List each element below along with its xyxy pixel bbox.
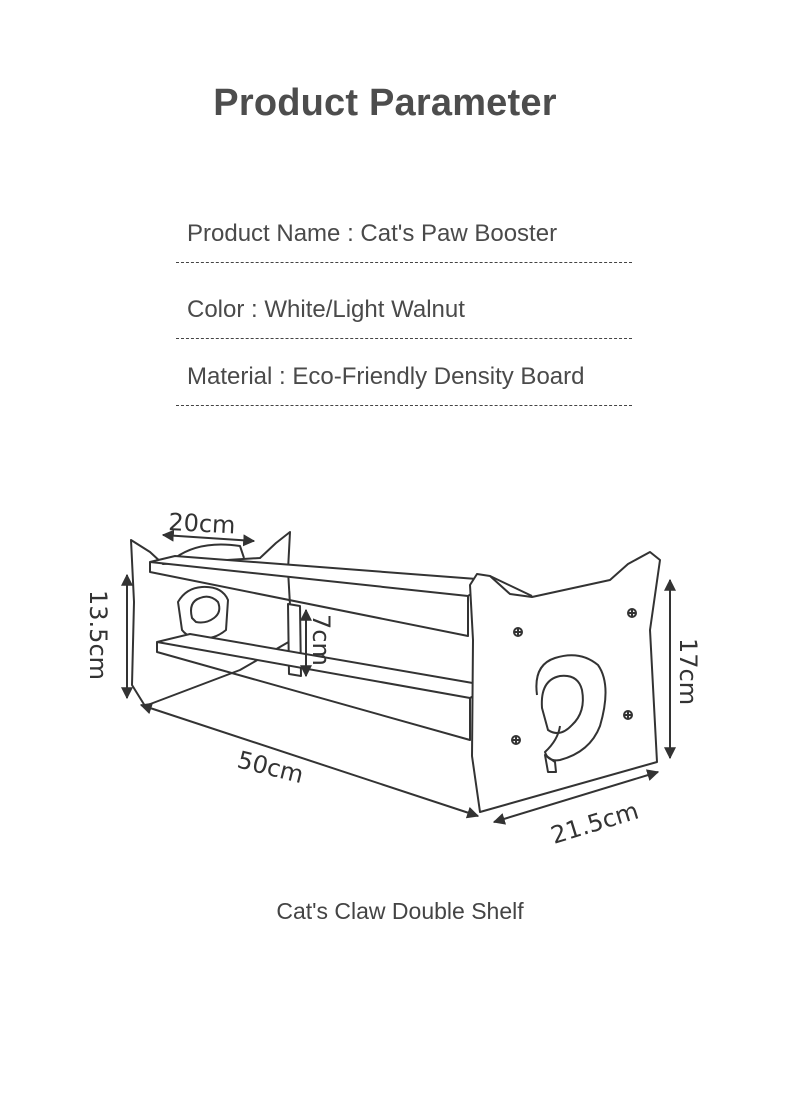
dim-left-height: 13.5cm	[84, 590, 112, 680]
dim-inner-height: 7cm	[307, 614, 335, 666]
param-text: Product Name : Cat's Paw Booster	[187, 220, 558, 247]
page-title: Product Parameter	[213, 82, 557, 124]
dim-right-height: 17cm	[674, 638, 702, 705]
dim-depth: 21.5cm	[548, 797, 642, 850]
dim-length: 50cm	[235, 746, 307, 789]
param-text: Color : White/Light Walnut	[187, 296, 465, 323]
shelf-dimension-drawing: 20cm 13.5cm 7cm 17cm 50cm 21.5cm	[84, 508, 702, 850]
dim-top-depth: 20cm	[168, 508, 236, 539]
param-row-product-name: Product Name : Cat's Paw Booster	[176, 212, 632, 263]
param-text: Material : Eco-Friendly Density Board	[187, 363, 585, 390]
param-row-material: Material : Eco-Friendly Density Board	[176, 355, 632, 406]
param-row-color: Color : White/Light Walnut	[176, 288, 632, 339]
product-caption: Cat's Claw Double Shelf	[276, 898, 524, 924]
shelf-illustration	[130, 531, 661, 813]
dimension-lines	[121, 529, 676, 825]
